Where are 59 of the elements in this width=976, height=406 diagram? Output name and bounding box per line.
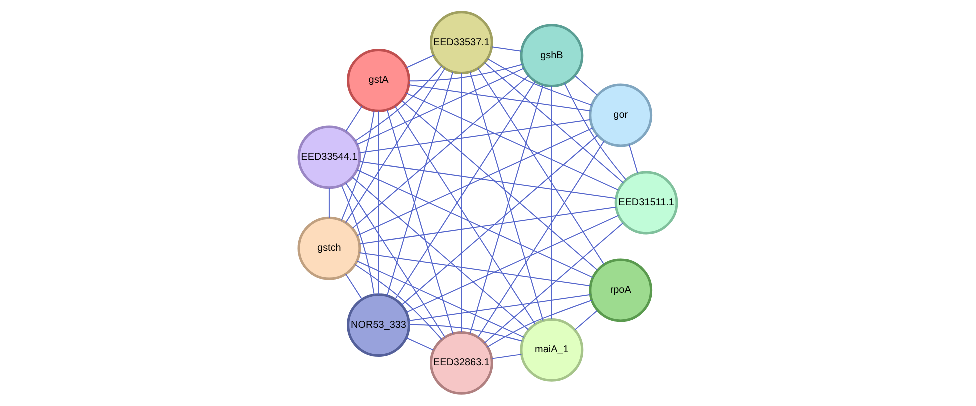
connector	[484, 62, 624, 184]
connector	[487, 300, 592, 348]
connector	[492, 354, 522, 360]
node-circle: gshB	[520, 24, 584, 88]
connector	[345, 68, 446, 224]
connector	[352, 75, 530, 229]
connector	[359, 119, 592, 154]
connector	[401, 100, 598, 271]
connector	[406, 337, 434, 351]
connector	[394, 106, 536, 325]
node-circle: NOR53_333	[347, 294, 410, 357]
connector	[328, 188, 330, 218]
connector	[406, 92, 620, 191]
connector	[354, 66, 443, 142]
connector	[354, 264, 443, 340]
connector	[406, 55, 434, 68]
connector	[359, 252, 591, 287]
connector	[345, 182, 446, 338]
connector	[359, 206, 617, 245]
node-circle: EED33544.1	[298, 126, 362, 190]
connector	[386, 72, 454, 296]
node-circle: rpoA	[589, 258, 653, 322]
connector	[341, 185, 375, 296]
connector	[359, 161, 617, 200]
connector	[484, 222, 624, 344]
node-circle: EED31511.1	[614, 171, 678, 235]
node-circle: gstA	[347, 49, 410, 112]
connector	[492, 46, 522, 52]
connector	[345, 274, 363, 300]
connector	[551, 86, 552, 320]
connector	[356, 170, 594, 278]
node-circle: maiA_1	[520, 318, 584, 382]
connector	[394, 81, 536, 300]
connector	[356, 68, 525, 146]
connector	[408, 324, 524, 342]
connector	[408, 294, 592, 322]
connector	[356, 128, 594, 236]
connector	[574, 76, 598, 96]
connector	[346, 106, 363, 132]
connector	[341, 110, 375, 222]
connector	[352, 176, 530, 330]
connector	[408, 64, 524, 82]
connector	[356, 260, 525, 338]
connector	[401, 135, 598, 306]
connector	[564, 83, 627, 181]
node-circle: gor	[589, 84, 653, 148]
node-circle: EED33537.1	[430, 11, 494, 75]
connector	[408, 84, 592, 112]
connector	[478, 140, 605, 338]
connector	[574, 310, 598, 330]
node-circle: EED32863.1	[430, 331, 494, 395]
connector	[478, 68, 605, 265]
node-circle: gstch	[298, 216, 362, 280]
connector	[386, 110, 454, 334]
connector	[378, 110, 380, 296]
connector	[461, 72, 462, 333]
connector	[628, 144, 638, 174]
connector	[487, 58, 592, 106]
connector	[406, 215, 620, 314]
